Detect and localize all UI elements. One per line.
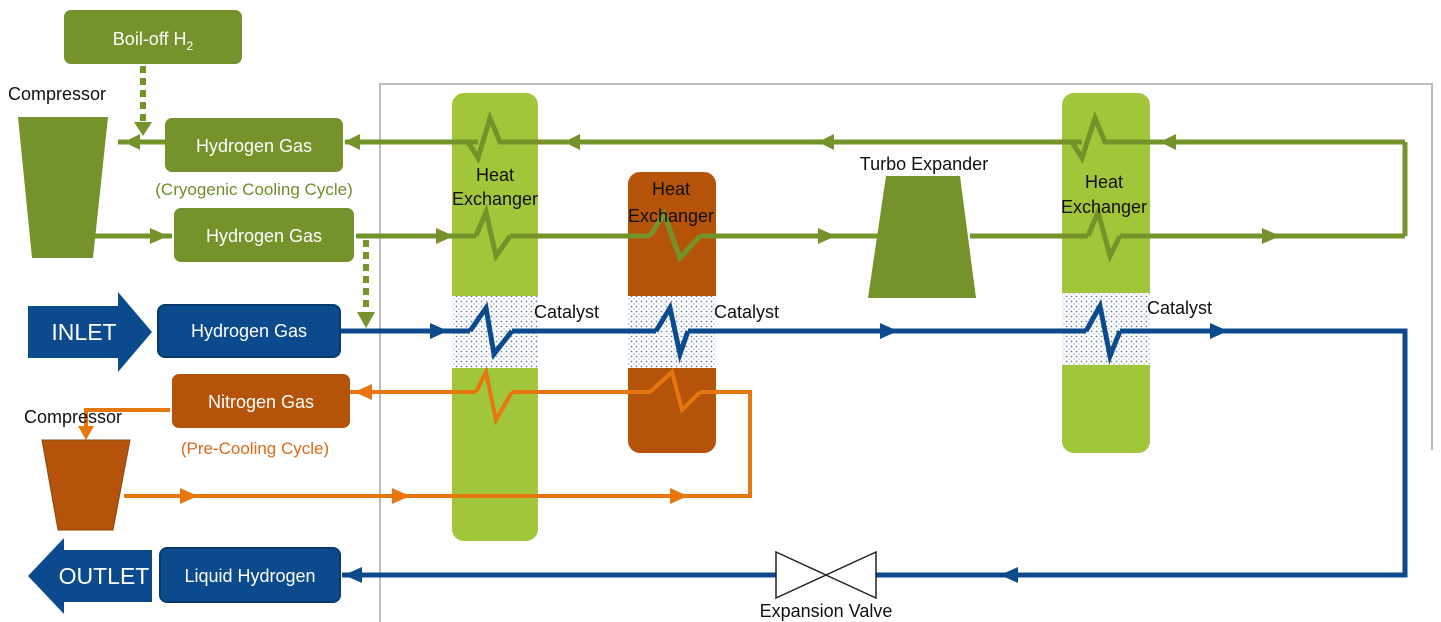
- nitrogen-gas-label: Nitrogen Gas: [208, 392, 314, 412]
- expansion-valve-icon: [775, 550, 828, 600]
- catalyst-3-label: Catalyst: [1147, 298, 1212, 318]
- liquid-hydrogen-label: Liquid Hydrogen: [184, 566, 315, 586]
- hydrogen-gas-inlet-label: Hydrogen Gas: [191, 321, 307, 341]
- hydrogen-gas-inlet-box: [157, 304, 341, 358]
- cold-box-boundary: [379, 83, 1433, 622]
- hydrogen-gas-mid-label: Hydrogen Gas: [206, 226, 322, 246]
- liquid-hydrogen-box: [159, 547, 341, 603]
- expansion-valve-label: Expansion Valve: [760, 601, 893, 621]
- turbo-expander-label: Turbo Expander: [860, 154, 988, 174]
- heat-exchanger-3-label-line2: Exchanger: [1061, 197, 1147, 217]
- compressor-bottom-label: Compressor: [24, 407, 122, 427]
- compressor-top-icon: [18, 117, 108, 258]
- hydrogen-gas-mid-box: [174, 208, 354, 262]
- inlet-arrow: [28, 292, 152, 372]
- inlet-label: INLET: [51, 319, 116, 345]
- boiloff-label: Boil-off H2: [113, 29, 194, 53]
- cryogenic-loop-lines: [93, 139, 1408, 239]
- outlet-arrow: [28, 538, 152, 614]
- catalyst-2-label: Catalyst: [714, 302, 779, 322]
- makeup-arrowhead: [357, 312, 375, 328]
- compressor-top-label: Compressor: [8, 84, 106, 104]
- green-coils: [465, 110, 1123, 263]
- heat-exchanger-2-label-line1: Heat: [652, 179, 690, 199]
- boiloff-box: [64, 10, 242, 64]
- orange-arrowheads: [78, 384, 688, 504]
- heat-exchanger-1-label-line2: Exchanger: [452, 189, 538, 209]
- hydrogen-gas-top-label: Hydrogen Gas: [196, 136, 312, 156]
- turbo-expander-icon: [868, 176, 976, 298]
- heat-exchanger-1-label-line1: Heat: [476, 165, 514, 185]
- precooling-cycle-label: (Pre-Cooling Cycle): [181, 439, 329, 458]
- hydrogen-gas-top-box: [165, 118, 343, 172]
- nitrogen-gas-box: [172, 374, 350, 428]
- heat-exchanger-3-label-line1: Heat: [1085, 172, 1123, 192]
- compressor-bottom-icon: [41, 439, 131, 531]
- green-arrowheads: [124, 134, 1280, 244]
- boiloff-arrowhead: [134, 122, 152, 136]
- catalyst-1-label: Catalyst: [534, 302, 599, 322]
- cryogenic-cycle-label: (Cryogenic Cooling Cycle): [155, 180, 352, 199]
- heat-exchanger-2-label-line2: Exchanger: [628, 206, 714, 226]
- expansion-valve-icon-right: [824, 550, 877, 600]
- blue-arrowheads: [344, 323, 1228, 583]
- orange-coils: [474, 365, 702, 426]
- outlet-label: OUTLET: [59, 563, 150, 589]
- blue-coils: [467, 298, 1123, 365]
